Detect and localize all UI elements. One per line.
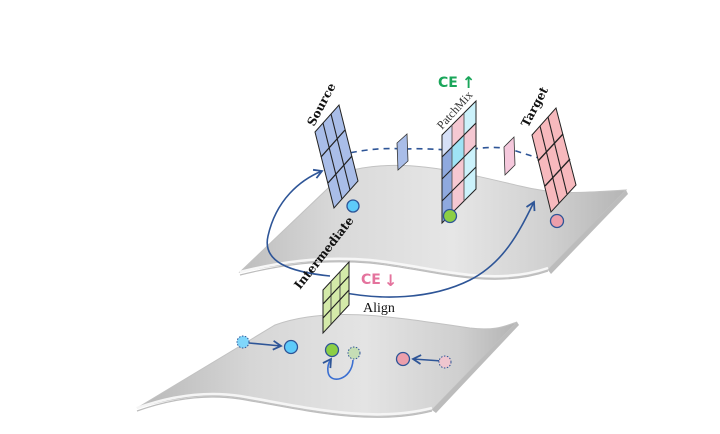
source-domain-dot [346,199,360,213]
target-patch-grid [531,106,577,214]
ce-increase-label: CE [438,75,458,91]
intermediate-to-source-arrow [266,168,331,277]
patchmix-patch-grid [441,99,477,225]
source-to-patchmix-dashed-arrow [339,145,464,156]
source-small-patch [396,133,409,171]
ce-decrease-label: CE [361,272,381,288]
pink-domain-transition [395,351,452,369]
source-patch-grid [314,103,359,210]
green-dot [324,342,340,358]
ce-decrease-arrow-icon: ↓ [384,271,397,290]
pink-dot [395,351,411,367]
blue-dot [283,339,299,355]
patchmix-domain-dot [442,208,458,224]
target-small-patch [503,136,516,176]
align-label: Align [363,301,395,316]
intermediate-to-target-arrow [339,200,536,298]
target-domain-dot [549,213,565,229]
intermediate-patch-grid [322,260,350,335]
faded-blue-dot [236,335,250,349]
blue-domain-transition [236,335,299,355]
ce-increase-arrow-icon: ↑ [462,73,475,92]
faded-green-dot [347,346,361,360]
faded-pink-dot [438,355,452,369]
green-domain-transition [322,342,361,380]
